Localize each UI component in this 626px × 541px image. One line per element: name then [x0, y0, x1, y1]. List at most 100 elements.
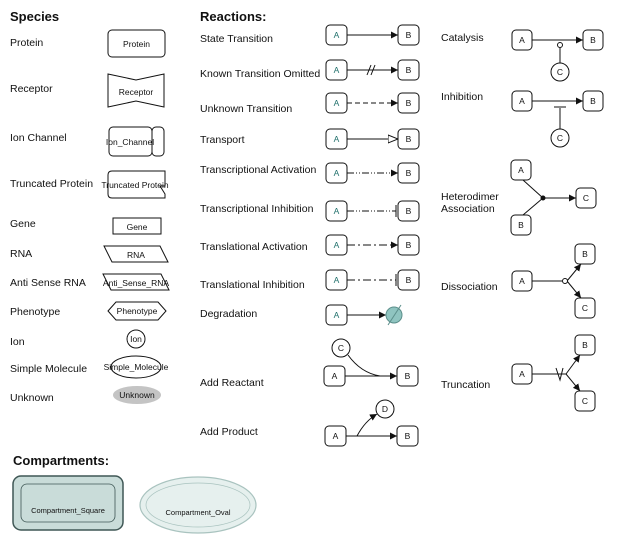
reaction-label-known-transition-omitted: Known Transition Omitted: [200, 68, 321, 80]
species-label-unknown: Unknown: [10, 392, 54, 404]
reaction-label-add-product: Add Product: [200, 426, 258, 438]
node-letter-b: B: [406, 206, 412, 216]
reaction-label-unknown-transition: Unknown Transition: [200, 103, 293, 115]
node-letter-a: A: [519, 35, 525, 45]
species-label-truncated-protein: Truncated Protein: [10, 178, 94, 190]
node-letter-b: B: [406, 30, 412, 40]
unknown-glyph: Unknown: [113, 386, 161, 404]
transport-glyph: [325, 128, 420, 150]
rna-glyph: RNA: [103, 245, 169, 263]
node-letter-b: B: [406, 168, 412, 178]
node-letter-a: A: [334, 30, 340, 40]
ion-channel-glyph-text: Ion_Channel: [106, 137, 154, 147]
gene-glyph-text: Gene: [127, 222, 148, 232]
reaction-label-degradation: Degradation: [200, 308, 258, 320]
node-letter-a: A: [519, 96, 525, 106]
species-label-rna: RNA: [10, 248, 33, 260]
phenotype-glyph: Phenotype: [107, 301, 167, 321]
reaction-label-transcriptional-inhibition: Transcriptional Inhibition: [200, 203, 314, 215]
rna-glyph-text: RNA: [127, 250, 145, 260]
transcriptional-activation-glyph: [325, 162, 420, 184]
node-letter-c: C: [583, 193, 589, 203]
node-letter-b: B: [582, 249, 588, 259]
node-letter-c: C: [582, 396, 588, 406]
translational-inhibition-glyph: [325, 269, 420, 291]
node-letter-a: A: [334, 134, 340, 144]
transcriptional-inhibition-glyph: [325, 200, 420, 222]
dissociation-glyph: [511, 243, 596, 319]
unknown-transition-glyph: [325, 92, 420, 114]
node-letter-a: A: [334, 240, 340, 250]
node-letter-b: B: [406, 98, 412, 108]
simple-molecule-glyph-text: Simple_Molecule: [104, 362, 169, 372]
gene-glyph: Gene: [112, 217, 162, 235]
compartment-oval-glyph: Compartment_Oval: [139, 476, 257, 534]
modifier-label-dissociation: Dissociation: [441, 281, 498, 293]
node-letter-b: B: [590, 96, 596, 106]
reactions-header: Reactions:: [200, 9, 267, 24]
protein-glyph-text: Protein: [123, 39, 150, 49]
node-letter-c: C: [582, 303, 588, 313]
node-letter-a: A: [519, 369, 525, 379]
reaction-label-translational-activation: Translational Activation: [200, 241, 308, 253]
node-letter-a: A: [518, 165, 524, 175]
node-letter-d: D: [382, 404, 388, 414]
truncation-glyph: [511, 334, 596, 412]
node-letter-a: A: [334, 310, 340, 320]
node-letter-c: C: [338, 343, 344, 353]
receptor-glyph: Receptor: [107, 73, 165, 108]
translational-activation-glyph: [325, 234, 420, 256]
node-letter-b: B: [405, 431, 411, 441]
unknown-glyph-text: Unknown: [119, 390, 155, 400]
modifier-label-inhibition: Inhibition: [441, 91, 484, 103]
reaction-label-translational-inhibition: Translational Inhibition: [200, 279, 305, 291]
node-letter-a: A: [334, 206, 340, 216]
phenotype-glyph-text: Phenotype: [117, 306, 158, 316]
node-letter-a: A: [332, 371, 338, 381]
species-label-gene: Gene: [10, 218, 36, 230]
inhibition-glyph: [511, 90, 604, 148]
node-letter-b: B: [406, 240, 412, 250]
antisense-rna-glyph: Anti_Sense_RNA: [102, 273, 170, 291]
compartment-square-glyph: Compartment_Square: [12, 475, 124, 531]
compartments-header: Compartments:: [13, 453, 110, 468]
modifier-label-catalysis: Catalysis: [441, 32, 484, 44]
node-letter-b: B: [518, 220, 524, 230]
node-letter-a: A: [334, 168, 340, 178]
degradation-glyph: [325, 304, 403, 326]
species-label-simple-molecule: Simple Molecule: [10, 363, 88, 375]
reaction-label-transport: Transport: [200, 134, 245, 146]
species-label-ion: Ion: [10, 336, 25, 348]
ion-glyph: Ion: [126, 329, 146, 349]
ion-glyph-text: Ion: [130, 334, 142, 344]
node-letter-b: B: [405, 371, 411, 381]
modifier-label-truncation: Truncation: [441, 379, 491, 391]
node-letter-b: B: [406, 275, 412, 285]
heterodimer-association-glyph: [510, 159, 597, 236]
node-letter-a: A: [334, 98, 340, 108]
reaction-label-transcriptional-activation: Transcriptional Activation: [200, 164, 317, 176]
species-label-phenotype: Phenotype: [10, 306, 61, 318]
compartment-square-text: Compartment_Square: [31, 506, 105, 515]
known-transition-omitted-glyph: [325, 59, 420, 81]
species-label-protein: Protein: [10, 37, 44, 49]
species-label-ion-channel: Ion Channel: [10, 132, 67, 144]
truncated-protein-glyph: Truncated Protein: [101, 170, 169, 199]
node-letter-c: C: [557, 133, 563, 143]
modifier-label-heterodimer-association: Heterodimer Association: [441, 191, 499, 215]
compartment-oval-text: Compartment_Oval: [165, 508, 230, 517]
node-letter-b: B: [406, 134, 412, 144]
catalysis-glyph: [511, 29, 604, 82]
node-letter-a: A: [333, 431, 339, 441]
add-reactant-glyph: [323, 338, 419, 387]
node-letter-a: A: [334, 65, 340, 75]
node-letter-a: A: [519, 276, 525, 286]
reaction-label-state-transition: State Transition: [200, 33, 273, 45]
simple-molecule-glyph: Simple_Molecule: [104, 355, 169, 379]
species-header: Species: [10, 9, 60, 24]
antisense-rna-glyph-text: Anti_Sense_RNA: [103, 278, 169, 288]
node-letter-c: C: [557, 67, 563, 77]
add-product-glyph: [324, 399, 419, 447]
reaction-label-add-reactant: Add Reactant: [200, 377, 264, 389]
